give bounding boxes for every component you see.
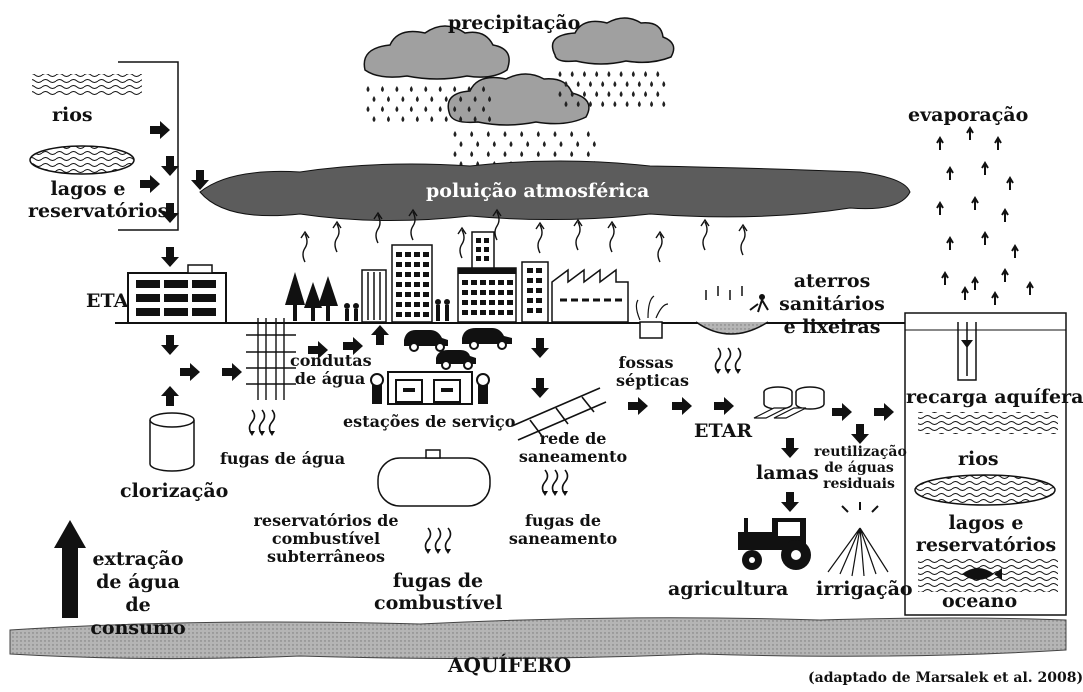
lake-icon [29, 145, 135, 175]
label-fugas-combustivel: fugas de combustível [374, 570, 503, 614]
label-agricultura: agricultura [668, 578, 789, 600]
cloud-icon [363, 17, 675, 126]
label-recarga: recarga aquífera [906, 386, 1083, 408]
septic-tank-icon [635, 295, 669, 339]
label-extracao: extração de água de consumo [90, 548, 186, 639]
label-poluicao: poluição atmosférica [426, 180, 650, 202]
label-rede: rede de saneamento [518, 429, 628, 466]
building-icon [361, 231, 549, 323]
label-aterros: aterros sanitários e lixeiras [779, 270, 885, 338]
label-fonte: (adaptado de Marsalek et al. 2008) [808, 670, 1083, 686]
label-rios-right: rios [958, 448, 999, 470]
arrow-icon [140, 121, 894, 512]
label-fossas: fossas sépticas [616, 353, 689, 390]
label-evaporacao: evaporação [908, 104, 1029, 126]
label-fugas-saneamento: fugas de saneamento [508, 511, 618, 548]
tractor-icon [738, 518, 811, 570]
fish-icon [962, 568, 1002, 580]
arrow-icon [54, 520, 86, 618]
label-etar: ETAR [694, 420, 753, 442]
car-icon [404, 328, 512, 370]
label-lagos-left: lagos e reservatórios [28, 178, 169, 222]
tree-icon [285, 272, 338, 321]
evaporation-arrows [936, 126, 1034, 305]
label-estacoes: estações de serviço [343, 412, 516, 431]
label-aquifero: AQUÍFERO [448, 653, 572, 677]
sewer-pipes [511, 387, 607, 441]
aquifer-band [9, 617, 1067, 660]
label-lamas: lamas [756, 462, 819, 484]
etar-icon [753, 386, 825, 419]
irrigation-icon [827, 502, 889, 577]
lake-icon [914, 474, 1056, 506]
river-icon [32, 74, 142, 96]
label-eta: ETA [86, 290, 129, 312]
label-fugas-agua: fugas de água [220, 449, 346, 468]
label-irrigacao: irrigação [816, 578, 913, 600]
label-oceano: oceano [942, 590, 1018, 612]
pollution-band [199, 160, 911, 222]
factory-icon [551, 268, 629, 323]
fuel-tank-icon [377, 449, 491, 507]
label-precipitacao: precipitação [448, 12, 581, 34]
label-reservatorios-comb: reservatórios de combustível subterrâneo… [253, 511, 399, 566]
building-icon [127, 264, 227, 324]
people-icon [344, 299, 450, 321]
label-lagos-right: lagos e reservatórios [915, 512, 1057, 556]
label-clorizacao: clorização [120, 480, 229, 502]
river-icon [918, 412, 1058, 434]
label-rios-left: rios [52, 104, 93, 126]
service-station-icon [370, 371, 490, 405]
label-reutilizacao: reutilização de águas residuais [814, 444, 907, 492]
pipe-grid [246, 318, 296, 400]
landfill-icon [695, 286, 769, 335]
label-condutas: condutas de água [290, 351, 372, 388]
